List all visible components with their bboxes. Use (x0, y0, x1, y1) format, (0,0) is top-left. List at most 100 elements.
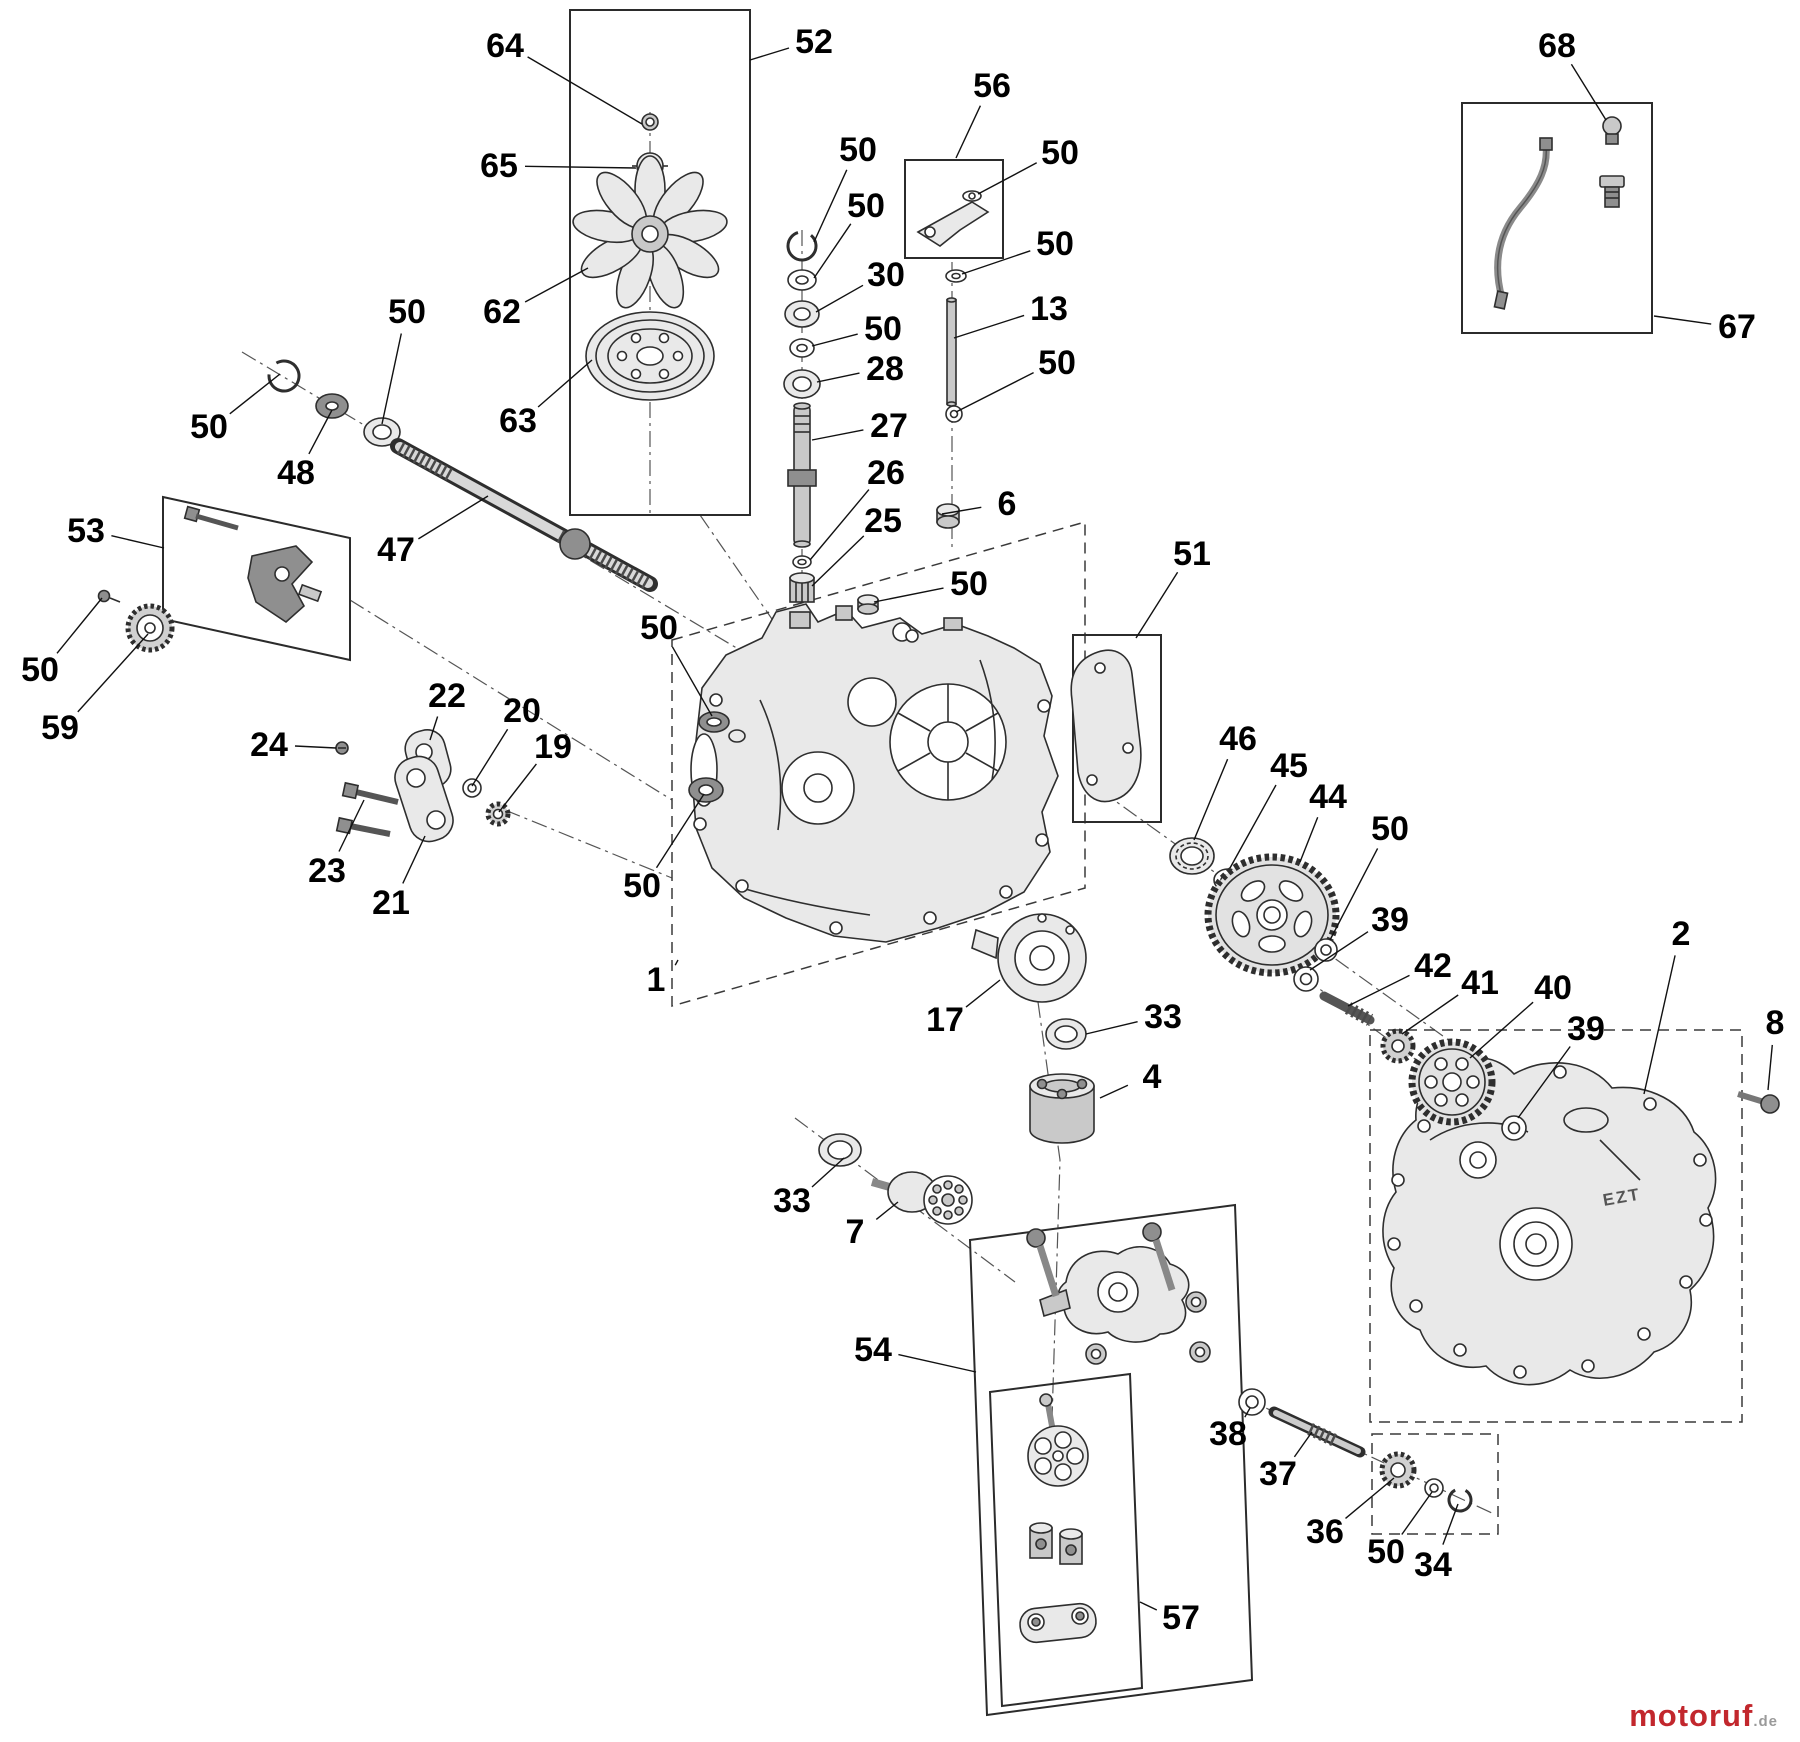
part-number-52-1: 52 (795, 23, 833, 61)
detail-box-53 (162, 495, 351, 662)
part-50-snap-ring-top (786, 230, 818, 262)
part-number-46-42: 46 (1219, 720, 1257, 758)
callout-leader-33-40 (1085, 1021, 1138, 1035)
part-56-bracket (916, 190, 990, 247)
part-number-50-17: 50 (1038, 344, 1076, 382)
detail-box-56 (904, 159, 1004, 259)
part-50-washer-mid (789, 338, 815, 358)
part-number-27-10: 27 (870, 407, 908, 445)
callout-leader-47-27 (418, 495, 489, 540)
part-26-washer (792, 555, 812, 569)
part-number-63-4: 63 (499, 402, 537, 440)
callout-leader-50-59 (1401, 1491, 1433, 1535)
part-number-56-13: 56 (973, 67, 1011, 105)
part-33-bearing-lower (818, 1133, 862, 1167)
part-number-47-27: 47 (377, 531, 415, 569)
part-number-19-33: 19 (534, 728, 572, 766)
callout-leader-50-45 (1329, 848, 1379, 941)
callout-leader-39-46 (1309, 931, 1369, 971)
part-2-side-cover: EZT (1382, 1057, 1717, 1386)
part-number-34-60: 34 (1414, 1546, 1452, 1584)
dashed-box-pinion-kit (1371, 1433, 1499, 1535)
callout-leader-13-16 (953, 314, 1025, 339)
callout-leader-26-11 (809, 489, 870, 561)
part-68-cap (1602, 116, 1622, 145)
part-number-45-43: 45 (1270, 747, 1308, 785)
part-number-42-47: 42 (1414, 947, 1452, 985)
part-number-50-23: 50 (388, 293, 426, 331)
part-50-snap-ring-left (267, 359, 301, 393)
part-67-dipstick (1493, 137, 1625, 310)
watermark-brand: motoruf (1629, 1698, 1754, 1733)
callout-leader-33-53 (811, 1157, 845, 1188)
part-number-30-7: 30 (867, 256, 905, 294)
callout-leader-63-4 (537, 359, 593, 408)
part-number-28-9: 28 (866, 350, 904, 388)
callout-leader-41-48 (1401, 994, 1459, 1035)
part-44-reduction-gear (1204, 853, 1340, 977)
part-64-nut (641, 113, 659, 131)
part-46-bearing (1169, 837, 1215, 875)
part-50-screw-59 (97, 589, 121, 603)
part-number-48-24: 48 (277, 454, 315, 492)
part-number-2-51: 2 (1672, 915, 1691, 953)
part-28-bearing (783, 369, 821, 399)
part-number-62-3: 62 (483, 293, 521, 331)
part-number-50-28: 50 (21, 651, 59, 689)
detail-box-57 (988, 1372, 1144, 1708)
part-number-50-19: 50 (950, 565, 988, 603)
part-36-gear (1379, 1451, 1417, 1489)
part-number-4-41: 4 (1143, 1058, 1162, 1096)
callout-leader-62-3 (524, 267, 589, 303)
part-50-plug-small (857, 594, 879, 615)
part-number-37-57: 37 (1259, 1455, 1297, 1493)
part-number-25-12: 25 (864, 502, 902, 540)
part-number-51-20: 51 (1173, 535, 1211, 573)
part-number-57-61: 57 (1162, 1599, 1200, 1637)
part-19-nut (485, 801, 511, 827)
part-number-50-6: 50 (847, 187, 885, 225)
part-50-bearing-left (363, 417, 401, 447)
part-4-coupling (1029, 1073, 1095, 1144)
callout-leader-50-37 (655, 793, 705, 869)
callout-leader-59-29 (77, 633, 149, 713)
part-50-washer-top (787, 269, 817, 291)
part-47-axle-shaft (390, 438, 658, 592)
callout-leader-52-1 (749, 47, 790, 61)
callout-leader-51-20 (1135, 571, 1179, 639)
detail-box-54 (968, 1203, 1254, 1717)
callout-leader-42-47 (1347, 974, 1410, 1007)
callout-leader-50-15 (961, 250, 1031, 275)
callout-leader-50-28 (56, 597, 103, 654)
callout-leader-21-35 (402, 835, 426, 884)
callout-leader-23-34 (338, 799, 365, 852)
watermark-tld: .de (1753, 1713, 1778, 1730)
callout-leader-6-18 (941, 506, 982, 515)
part-number-33-40: 33 (1144, 998, 1182, 1036)
part-33-bearing-upper (1045, 1018, 1087, 1050)
part-57-pump-kit (1019, 1393, 1097, 1644)
dashed-box-cover (1369, 1029, 1743, 1423)
callout-leader-7-54 (875, 1201, 899, 1220)
part-51-cover-plate (1070, 649, 1142, 803)
part-62-cooling-fan (572, 155, 728, 309)
part-number-50-14: 50 (1041, 134, 1079, 172)
part-20-washer (462, 778, 482, 798)
watermark-logo[interactable]: motoruf.de (1629, 1698, 1778, 1734)
part-41-pinion (1380, 1028, 1416, 1064)
part-number-50-59: 50 (1367, 1533, 1405, 1571)
callout-leader-17-39 (965, 979, 1001, 1008)
callout-leader-39-50 (1517, 1046, 1571, 1119)
part-number-8-52: 8 (1766, 1004, 1785, 1042)
callout-leader-50-19 (873, 587, 944, 603)
part-21-bracket (394, 755, 454, 843)
callout-leader-45-43 (1229, 784, 1277, 869)
callout-leader-2-51 (1643, 955, 1676, 1095)
part-37-shaft (1268, 1406, 1366, 1458)
callout-leader-30-7 (815, 284, 864, 313)
part-50-seal-upper (698, 711, 746, 743)
callout-leader-50-36 (671, 646, 713, 717)
part-50-washer-pinion (1424, 1478, 1444, 1498)
